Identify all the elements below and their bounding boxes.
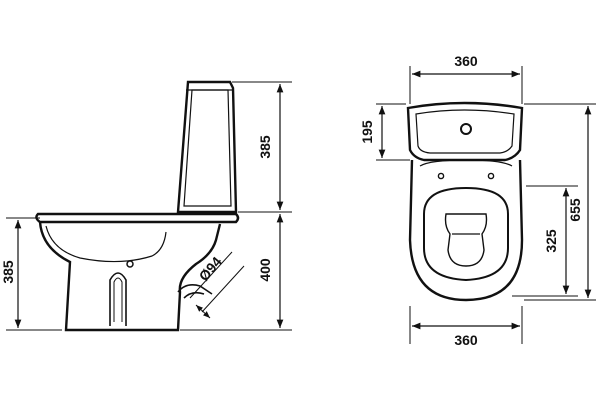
tank-depth-label: 195 [359,120,375,144]
tank-depth-dimension: 195 [359,106,386,158]
bottom-width-label: 360 [454,332,478,348]
seat-side [35,212,240,224]
top-view: 360 360 195 655 325 [359,53,596,348]
bowl-depth-label: 325 [543,229,559,253]
cistern-top [406,101,524,162]
bowl-height-dimension: 400 [257,214,284,328]
outlet-diameter-label: Ø94 [196,253,225,284]
side-view: Ø94 385 400 385 [0,80,292,332]
tank-height-label: 385 [257,135,273,159]
seat-height-label: 385 [0,260,16,284]
bottom-width-dimension: 360 [412,322,520,348]
cistern-side [176,80,238,214]
bowl-depth-dimension: 325 [543,188,570,294]
total-depth-label: 655 [567,198,583,222]
tank-height-dimension: 385 [257,84,284,210]
bowl-top [408,159,524,302]
top-width-dimension: 360 [412,53,520,78]
top-width-label: 360 [454,53,478,69]
seat-height-dimension: 385 [0,220,22,328]
total-depth-dimension: 655 [567,106,592,298]
top-extension-lines [376,66,596,344]
bowl-height-label: 400 [257,258,273,282]
side-extension-lines [6,81,292,331]
bowl-side [38,221,222,332]
